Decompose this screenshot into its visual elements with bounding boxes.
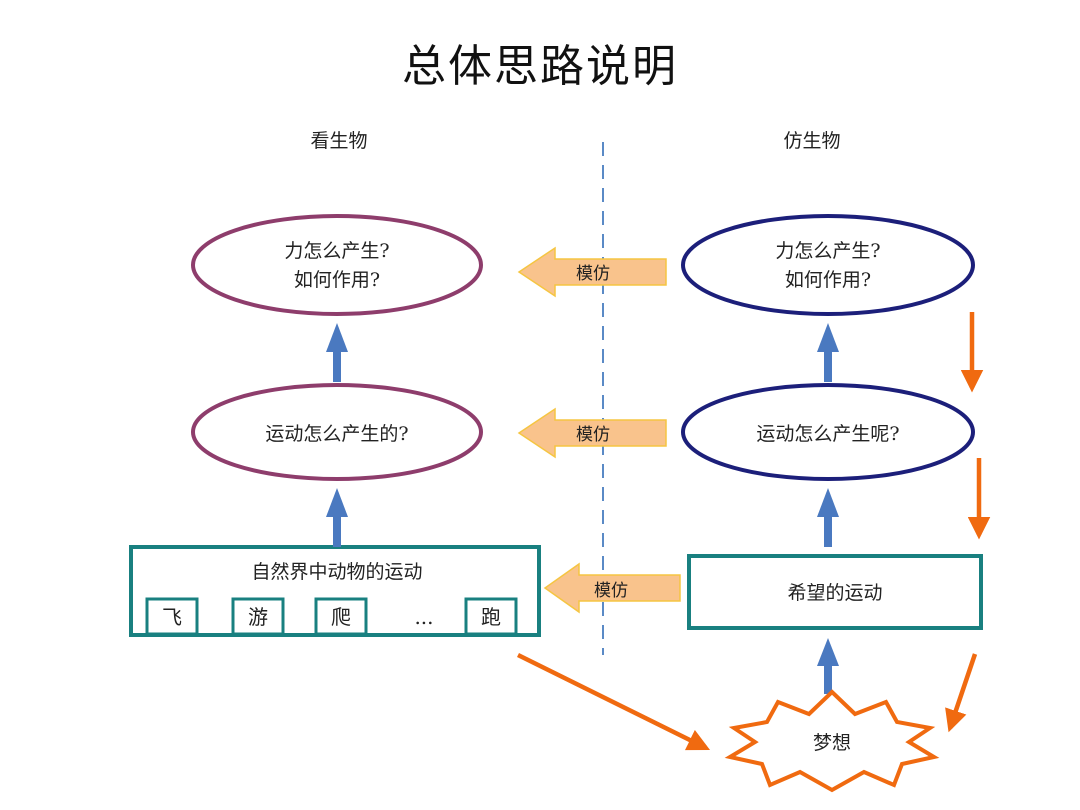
- right-up-arrow-3: [817, 638, 839, 694]
- left-force-ellipse: [191, 214, 483, 316]
- right-up-arrow-2: [817, 488, 839, 547]
- left-up-arrow-2: [326, 488, 348, 547]
- example-box-swim: [231, 597, 285, 636]
- right-motion-text: 运动怎么产生呢?: [756, 423, 899, 445]
- right-up-arrow-1: [817, 323, 839, 382]
- column-label-right: 仿生物: [783, 130, 840, 152]
- right-force-ellipse: [681, 214, 975, 316]
- left-force-text-1: 力怎么产生?: [284, 240, 389, 262]
- imitate-label-2: 模仿: [576, 425, 610, 445]
- right-force-text-1: 力怎么产生?: [775, 240, 880, 262]
- example-run: 跑: [481, 605, 501, 629]
- right-motion-ellipse: [681, 383, 975, 481]
- example-ellipsis: ...: [414, 605, 433, 629]
- example-crawl: 爬: [331, 605, 351, 629]
- left-force-text-2: 如何作用?: [294, 269, 380, 291]
- desired-motion-box: [687, 554, 983, 630]
- example-box-run: [464, 597, 518, 636]
- example-fly: 飞: [162, 605, 182, 629]
- imitate-arrow-2: 模仿: [517, 407, 667, 459]
- imitate-label-1: 模仿: [576, 264, 610, 284]
- right-force-text-2: 如何作用?: [785, 269, 871, 291]
- imitate-label-3: 模仿: [594, 581, 628, 601]
- page-title: 总体思路说明: [402, 41, 678, 92]
- imitate-arrow-3: 模仿: [543, 562, 681, 614]
- nature-box-title: 自然界中动物的运动: [251, 561, 422, 583]
- left-motion-ellipse: [191, 383, 483, 481]
- dream-text: 梦想: [813, 732, 851, 754]
- left-motion-text: 运动怎么产生的?: [265, 423, 408, 445]
- imitate-arrow-1: 模仿: [517, 246, 667, 298]
- orange-diagonal-arrow: [517, 652, 711, 751]
- orange-down-arrow-3: [945, 653, 978, 733]
- example-swim: 游: [248, 605, 268, 629]
- example-box-crawl: [314, 597, 368, 636]
- desired-motion-text: 希望的运动: [787, 582, 882, 604]
- column-label-left: 看生物: [310, 130, 367, 152]
- example-box-fly: [145, 597, 199, 636]
- dream-star: [724, 689, 940, 793]
- left-up-arrow-1: [326, 323, 348, 382]
